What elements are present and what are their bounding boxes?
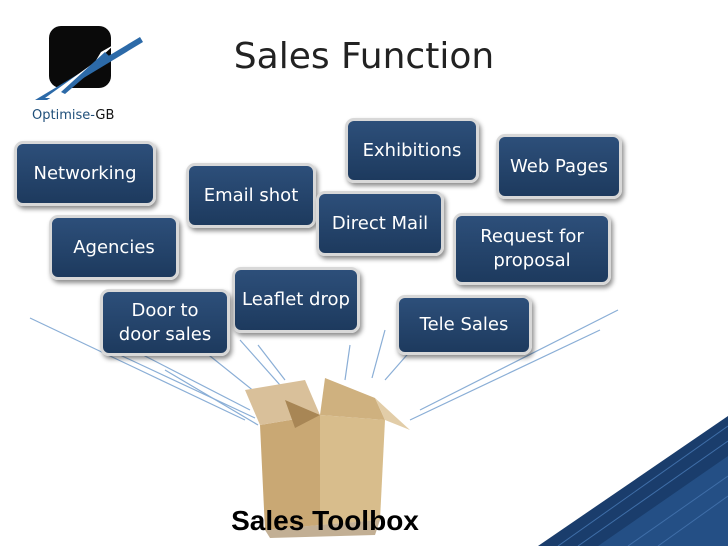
tool-networking[interactable]: Networking — [14, 141, 156, 206]
tool-email-shot[interactable]: Email shot — [186, 163, 316, 228]
cardboard-box-icon — [245, 378, 410, 538]
tool-agencies[interactable]: Agencies — [49, 215, 179, 280]
tool-request-for-proposal[interactable]: Request for proposal — [453, 213, 611, 285]
tool-direct-mail[interactable]: Direct Mail — [316, 191, 444, 256]
tool-web-pages[interactable]: Web Pages — [496, 134, 622, 199]
tool-door-to-door-sales[interactable]: Door to door sales — [100, 289, 230, 356]
tool-tele-sales[interactable]: Tele Sales — [396, 295, 532, 355]
box-caption: Sales Toolbox — [231, 505, 419, 536]
tool-exhibitions[interactable]: Exhibitions — [345, 118, 479, 183]
logo-icon — [35, 26, 143, 100]
page-title: Sales Function — [233, 36, 495, 77]
corner-decoration — [538, 416, 728, 546]
logo-text: Optimise-GB — [32, 108, 115, 123]
tool-leaflet-drop[interactable]: Leaflet drop — [232, 267, 360, 333]
